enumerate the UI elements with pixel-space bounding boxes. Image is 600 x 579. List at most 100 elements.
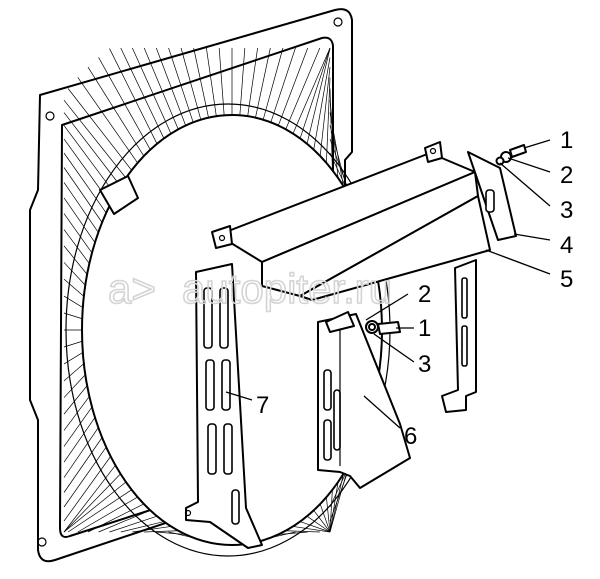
front-grille-slot — [333, 389, 341, 451]
leader-lines — [225, 139, 551, 429]
leader-5 — [485, 249, 551, 275]
shroud-hatch-line — [63, 456, 111, 522]
callout-1-upper: 1 — [560, 127, 573, 154]
callout-4: 4 — [560, 232, 573, 259]
shroud-hole-tl — [45, 111, 55, 121]
shroud-hatch-line — [63, 406, 93, 447]
shroud-hatch-line — [255, 47, 271, 118]
shroud-hatch-line — [270, 47, 296, 123]
shroud-hatch-line — [63, 473, 121, 533]
fastener-set-upper — [495, 144, 527, 166]
left-grille-slot — [231, 489, 240, 525]
shroud-hatch-line — [292, 526, 331, 533]
watermark-text: autopiter.ru — [182, 265, 392, 312]
left-grille-slot — [207, 423, 217, 475]
left-grille-hole — [184, 509, 192, 517]
shroud-hatch-line — [63, 182, 99, 233]
bolt-lower — [377, 321, 401, 335]
shroud-hatch-line — [109, 48, 158, 144]
shroud-hatch-line — [63, 278, 85, 297]
shroud-hatch-line — [329, 473, 344, 533]
upper-deflector-left-tab — [211, 225, 233, 249]
right-support-slot-1 — [461, 277, 468, 319]
front-grille-plate-body — [317, 313, 411, 489]
upper-deflector-lower-flange — [299, 195, 491, 301]
shroud-hatch-line — [63, 385, 88, 415]
leader-6 — [363, 395, 401, 429]
nut-lower — [368, 323, 376, 331]
shroud-hatch-line — [120, 47, 165, 139]
shroud-hatch-line — [285, 530, 320, 533]
shroud-hatch-line — [63, 245, 88, 275]
shroud-hatch-line — [278, 531, 308, 535]
callout-5: 5 — [560, 266, 573, 293]
shroud-hatch-line — [329, 481, 339, 533]
shroud-hatch-line — [63, 417, 96, 463]
leader-3a — [499, 162, 551, 207]
left-grille-slot — [203, 287, 213, 349]
callout-1-lower: 1 — [418, 315, 431, 342]
shroud-hatch-line — [77, 77, 138, 164]
leader-1a — [523, 139, 551, 149]
shroud-hatch-line — [319, 67, 331, 157]
shroud-hatch-line — [285, 47, 321, 130]
shroud-hatch-line — [299, 47, 331, 139]
left-grille-plate — [184, 263, 263, 549]
shroud-hatch-line — [98, 509, 151, 533]
front-grille-slot — [323, 369, 332, 411]
shroud-hatch-line — [67, 88, 132, 171]
leader-3b — [373, 333, 415, 363]
watermark: a> autopiter.ru — [107, 264, 393, 313]
leader-7 — [225, 391, 253, 401]
shroud-hatch-line — [63, 427, 99, 478]
shroud-hatch-line — [313, 510, 331, 533]
shroud-hatch-line — [63, 152, 107, 214]
bolt-upper — [509, 144, 527, 158]
shroud-hatch-line — [63, 229, 90, 264]
left-grille-slot — [205, 359, 215, 411]
upper-deflector-hole-top — [429, 147, 437, 155]
callout-2-lower: 2 — [418, 281, 431, 308]
shroud-hatch-line — [87, 503, 144, 533]
shroud-hatch-line — [155, 47, 186, 126]
shroud-hatch-line — [329, 489, 333, 533]
callout-2-upper: 2 — [560, 162, 573, 189]
shroud-hatch-line — [67, 489, 132, 533]
shroud-hatch-line — [262, 47, 284, 120]
leader-2a — [507, 157, 551, 173]
right-support-slot-2 — [461, 325, 468, 367]
right-support-bar — [441, 259, 477, 413]
right-support-bar-body — [441, 259, 477, 413]
front-grille-top-tab — [325, 311, 355, 333]
shroud-hatch-line — [63, 363, 85, 382]
shroud-hatch-line — [299, 521, 331, 533]
shroud-hatch-line — [63, 340, 83, 348]
left-grille-slots — [203, 287, 240, 525]
shroud-clip — [99, 175, 139, 215]
callout-3-lower: 3 — [418, 351, 431, 378]
shroud-hatch-line — [278, 47, 309, 126]
shroud-hatch-line — [63, 197, 96, 243]
leader-2b — [365, 293, 409, 321]
shroud-hatch-line — [63, 167, 103, 223]
front-grille-slots — [323, 369, 341, 461]
shroud-hatch-line — [63, 125, 116, 195]
shroud-hatch-line — [143, 47, 179, 130]
shroud-hatch-line — [292, 47, 331, 134]
shroud-hatch-line — [63, 481, 127, 533]
upper-deflector-top-tab — [424, 141, 443, 163]
shroud-hatch-line — [313, 57, 331, 150]
upper-deflector-hole-left — [218, 234, 226, 242]
shroud-hatch-line — [120, 521, 164, 533]
shroud-hatch-line — [326, 497, 331, 533]
side-bracket — [467, 151, 517, 241]
shroud-hatch-line — [144, 530, 179, 533]
callouts: 1 2 3 4 5 2 1 3 7 6 — [256, 127, 573, 450]
shroud-hatch-line — [306, 48, 331, 144]
left-grille-slot — [223, 423, 233, 475]
shroud-hatch-line — [63, 374, 86, 398]
shroud-hole-bl — [37, 537, 47, 547]
shroud-hatch-line — [329, 100, 339, 179]
shroud-hatch-line — [98, 57, 151, 150]
